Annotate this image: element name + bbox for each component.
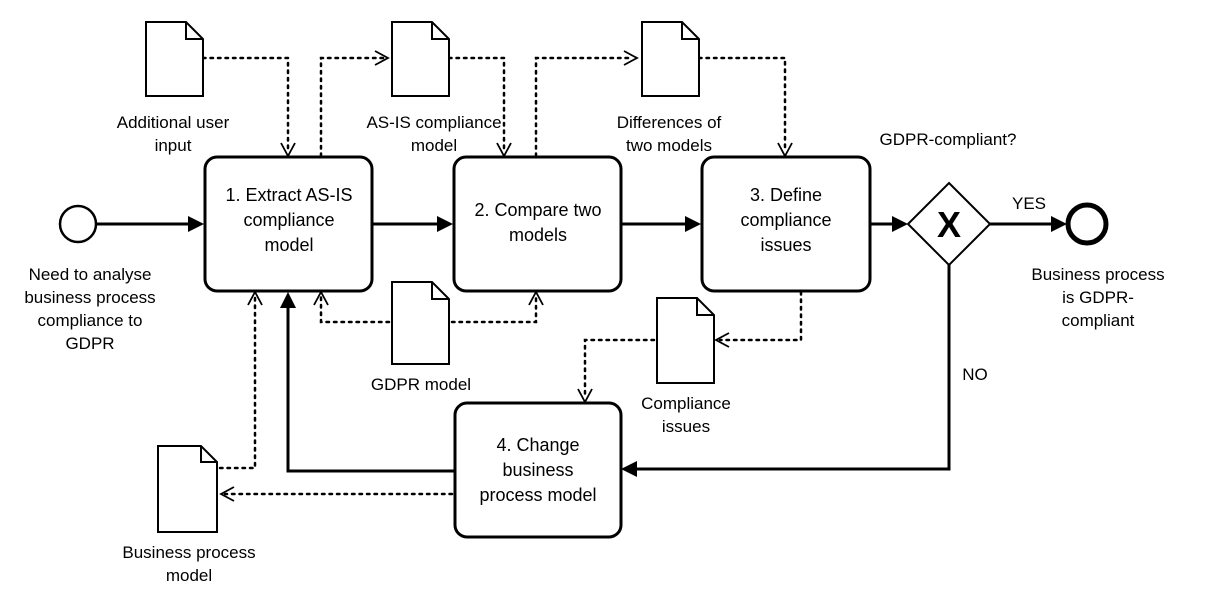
assoc-bpmodel-to-extract [218,294,257,470]
assoc-asis-to-compare [447,56,506,154]
task-compare-label: 2. Compare two models [474,200,601,245]
document-gdpr-model-label: GDPR model [371,375,471,394]
document-compliance-issues-line: Compliance [641,394,731,413]
arrowhead-gateway [892,216,908,232]
flow-change-to-extract [286,307,455,473]
start-event-line: GDPR [65,334,114,353]
assoc-issues-to-change [583,338,656,400]
task-change-line: process model [479,485,596,505]
end-event [1065,202,1109,246]
gateway-diamond [906,181,992,267]
document-asis-model-line: model [411,136,457,155]
task-define-label: 3. Define compliance issues [740,185,831,255]
gateway-question-label: GDPR-compliant? [880,130,1017,149]
document-gdpr-model-line: GDPR model [371,375,471,394]
assoc-head-bpmodel [219,486,235,502]
assoc-define-to-issues [718,290,803,342]
gateway-no-label: NO [962,365,988,384]
start-event-line: compliance to [38,311,143,330]
document-additional-input-icon [145,21,204,97]
document-bp-model-line: Business process [122,543,255,562]
task-define-line: issues [760,235,811,255]
document-differences-icon [641,21,700,97]
assoc-compare-to-differences [534,56,635,158]
document-gdpr-model-icon [391,281,450,365]
task-compare-line: models [509,225,567,245]
sequence-flows [96,216,1067,477]
start-event [58,204,98,244]
end-event-line: compliant [1062,311,1135,330]
assoc-gdpr-to-extract [319,294,391,324]
document-compliance-issues-line: issues [662,417,710,436]
document-additional-input-line: input [155,136,192,155]
end-event-label: Business process is GDPR- compliant [1031,265,1164,330]
start-event-line: Need to analyse [29,265,152,284]
document-asis-model-label: AS-IS compliance model [366,113,501,155]
document-compliance-issues-icon [656,297,715,384]
arrowhead-compare [437,216,453,232]
document-additional-input-line: Additional user [117,113,230,132]
task-extract-line: model [264,235,313,255]
end-event-line: is GDPR- [1062,288,1134,307]
task-extract-line: 1. Extract AS-IS [225,185,352,205]
document-asis-model-icon [391,21,450,97]
arrowhead-change [621,461,637,477]
flow-gateway-no-to-change [636,265,951,471]
assoc-head-asis [374,50,390,66]
start-event-label: Need to analyse business process complia… [24,265,155,353]
arrowhead-end [1051,216,1067,232]
document-bp-model-label: Business process model [122,543,255,585]
task-define-line: 3. Define [750,185,822,205]
start-event-line: business process [24,288,155,307]
task-extract-line: compliance [243,210,334,230]
gateway-x-icon: X [937,204,961,245]
document-differences-line: two models [626,136,712,155]
task-compare-box [452,155,623,293]
arrowhead-extract [188,216,204,232]
document-asis-model-line: AS-IS compliance [366,113,501,132]
task-extract-label: 1. Extract AS-IS compliance model [225,185,352,255]
arrowhead-define [685,216,701,232]
task-change-label: 4. Change business process model [479,435,596,505]
task-compare-line: 2. Compare two [474,200,601,220]
task-define-box [700,155,872,293]
document-bp-model-icon [157,445,218,533]
document-differences-label: Differences of two models [617,113,722,155]
assoc-input-to-extract [201,56,290,154]
task-define-line: compliance [740,210,831,230]
assoc-extract-to-asis [319,56,386,158]
document-compliance-issues-label: Compliance issues [641,394,731,436]
assoc-gdpr-to-compare [450,294,538,324]
assoc-head-differences [623,50,639,66]
arrowhead-loop-extract [280,292,296,308]
task-extract-box [203,155,374,293]
task-change-line: 4. Change [496,435,579,455]
gateway-yes-label: YES [1012,194,1046,213]
assoc-differences-to-define [697,56,787,154]
end-event-line: Business process [1031,265,1164,284]
assoc-head-issues [714,332,730,348]
document-differences-line: Differences of [617,113,722,132]
task-change-line: business [502,460,573,480]
document-additional-input-label: Additional user input [117,113,230,155]
document-bp-model-line: model [166,566,212,585]
task-change-box [453,401,623,539]
